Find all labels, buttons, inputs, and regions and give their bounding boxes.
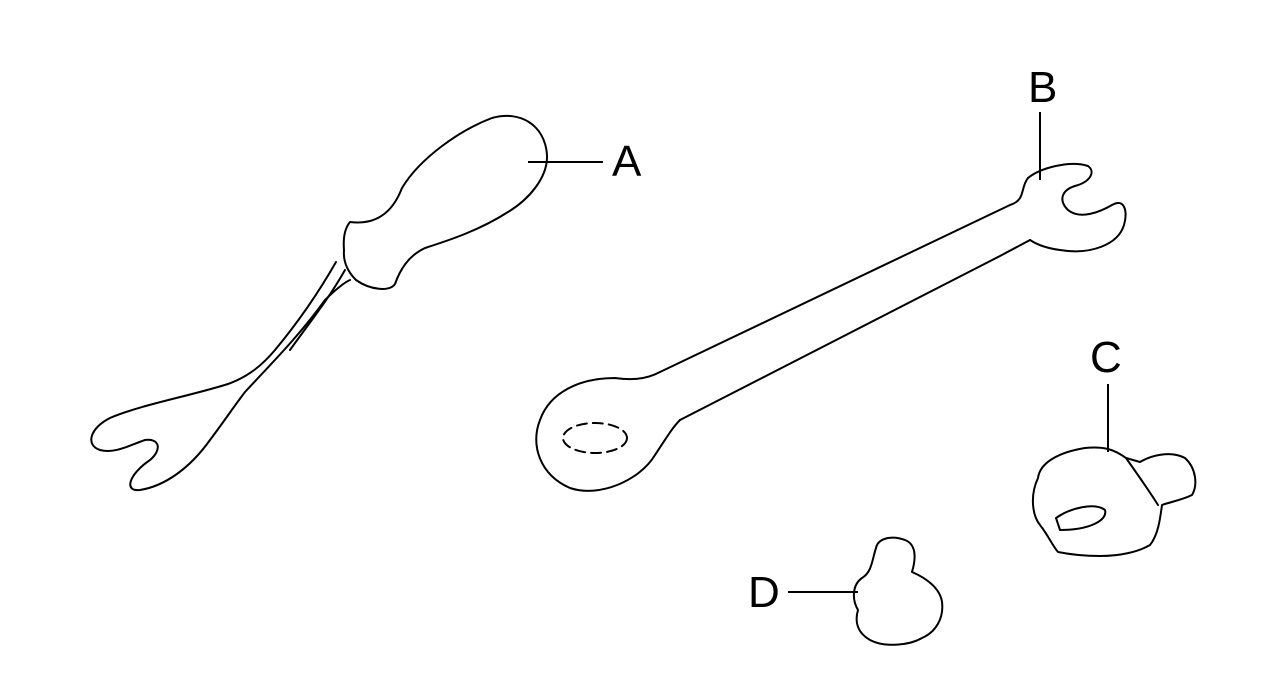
part-b-ring-hole (562, 422, 628, 454)
part-c-slot (1055, 505, 1107, 531)
part-c-body (1032, 446, 1197, 557)
part-b-shank-top (659, 177, 1029, 373)
part-b-ring-end (535, 371, 681, 492)
callout-d: D (748, 568, 780, 617)
part-b-shank-bottom (679, 239, 1031, 421)
part-b-wrench (535, 162, 1127, 492)
part-d-outline (852, 536, 944, 646)
part-d-piece (852, 536, 944, 646)
part-a-inner-line (289, 269, 346, 351)
part-a-handle (342, 114, 549, 290)
callout-b: B (1028, 63, 1057, 112)
part-c-fitting (1032, 446, 1197, 557)
part-b-open-end (1027, 162, 1127, 253)
part-c-step (1125, 457, 1159, 506)
part-a-shaft (90, 261, 351, 492)
part-a-tool (90, 114, 549, 492)
callout-a: A (612, 137, 642, 186)
callout-c: C (1090, 333, 1122, 382)
